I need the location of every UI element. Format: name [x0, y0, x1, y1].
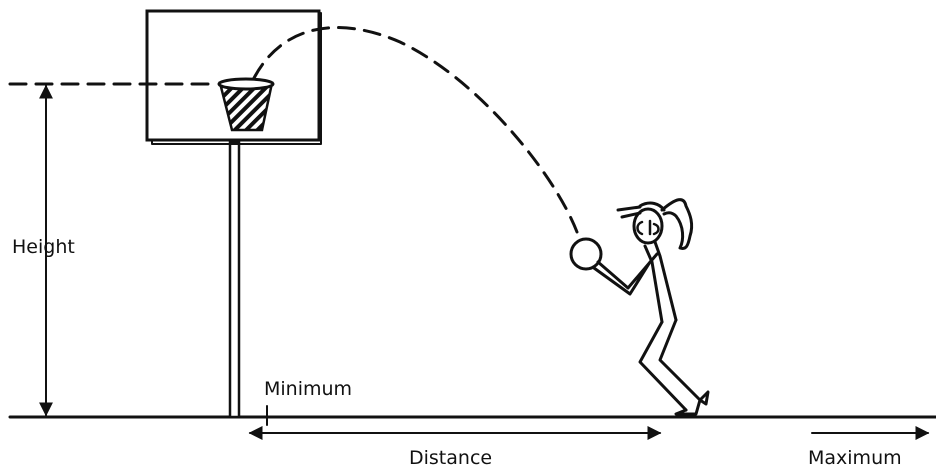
hoop-pole: [230, 142, 239, 417]
minimum-label: Minimum: [264, 380, 352, 399]
basketball: [571, 239, 601, 269]
player-torso: [645, 242, 676, 322]
height-label: Height: [12, 238, 75, 257]
player-ponytail: [662, 200, 692, 249]
maximum-label: Maximum: [808, 449, 902, 468]
distance-label: Distance: [409, 449, 492, 468]
player-legs: [640, 320, 700, 410]
player-figure: [571, 200, 708, 414]
player-arms: [594, 254, 657, 294]
